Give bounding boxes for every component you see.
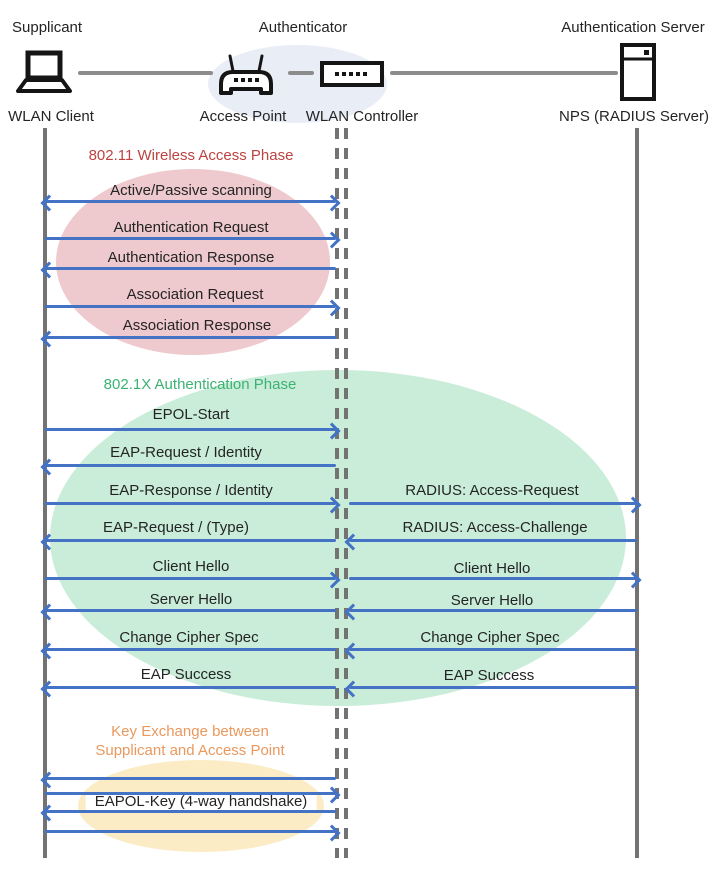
phase-title-key-exchange-line1: Key Exchange between [111,723,269,740]
lifeline-supplicant [43,128,47,858]
connector-ap-controller [288,71,314,75]
msg-auth-response-arrow [40,261,336,279]
msg-eapol-key-arrow-1 [40,771,336,789]
msg-assoc-response-arrow [40,330,336,348]
laptop-icon [16,50,72,93]
phase-title-key-exchange-line2: Supplicant and Access Point [95,742,285,759]
msg-eap-response-identity-label: EAP-Response / Identity [109,482,273,499]
device-access-point: Access Point [199,108,287,125]
msg-scanning-arrow [40,194,341,212]
msg-server-hello-left-label: Server Hello [149,591,233,608]
msg-server-hello-right-arrow [344,603,637,621]
msg-change-cipher-spec-left-arrow [40,642,336,660]
msg-eap-request-identity-label: EAP-Request / Identity [110,444,262,461]
msg-eapol-key-label: EAPOL-Key (4-way handshake) [85,792,317,812]
msg-radius-access-challenge-arrow [344,533,637,551]
msg-eapol-key-arrow-2 [45,786,341,804]
role-supplicant: Supplicant [12,19,83,36]
msg-client-hello-left-arrow [45,571,341,589]
msg-epol-start-label: EPOL-Start [152,406,230,423]
phase-title-key-exchange: Key Exchange between Supplicant and Acce… [95,722,284,760]
msg-server-hello-right-label: Server Hello [450,592,534,609]
msg-eap-response-identity-arrow [45,496,341,514]
msg-eap-success-right-arrow [344,680,637,698]
msg-change-cipher-spec-right-arrow [344,642,637,660]
msg-change-cipher-spec-right-label: Change Cipher Spec [420,629,560,646]
msg-auth-request-arrow [45,231,341,249]
msg-assoc-request-arrow [45,299,341,317]
device-wlan-client: WLAN Client [8,108,94,125]
msg-scanning-label: Active/Passive scanning [110,182,272,199]
connector-client-ap [78,71,213,75]
msg-eapol-key-arrow-3 [40,804,336,822]
msg-eapol-key-arrow-4 [45,824,341,842]
msg-eap-request-type-label: EAP-Request / (Type) [103,519,249,536]
msg-radius-access-request-arrow [349,496,642,514]
connector-controller-server [390,71,618,75]
role-authentication-server: Authentication Server [561,19,705,36]
msg-auth-request-label: Authentication Request [113,219,269,236]
phase-title-802-1x: 802.1X Authentication Phase [103,376,297,393]
device-nps-radius-server: NPS (RADIUS Server) [558,108,710,125]
msg-radius-access-request-label: RADIUS: Access-Request [405,482,579,499]
lifeline-controller-dashed-left [335,128,339,858]
msg-assoc-request-label: Association Request [126,286,264,303]
role-authenticator: Authenticator [258,19,348,36]
lifeline-controller-dashed-right [344,128,348,858]
msg-assoc-response-label: Association Response [122,317,272,334]
phase-title-802-11: 802.11 Wireless Access Phase [88,147,294,164]
server-icon [620,43,656,101]
msg-radius-access-challenge-label: RADIUS: Access-Challenge [402,519,588,536]
device-wlan-controller: WLAN Controller [305,108,419,125]
msg-client-hello-right-arrow [349,571,642,589]
msg-change-cipher-spec-left-label: Change Cipher Spec [119,629,259,646]
wlan-controller-icon [320,61,384,87]
msg-eap-request-identity-arrow [40,458,336,476]
msg-eap-success-left-label: EAP Success [140,666,232,683]
access-point-icon [219,54,273,95]
msg-server-hello-left-arrow [40,603,336,621]
msg-auth-response-label: Authentication Response [107,249,275,266]
msg-client-hello-right-label: Client Hello [453,560,531,577]
msg-client-hello-left-label: Client Hello [152,558,230,575]
msg-epol-start-arrow [45,422,341,440]
msg-eap-success-right-label: EAP Success [443,667,535,684]
msg-eap-request-type-arrow [40,533,336,551]
lifeline-auth-server [635,128,639,858]
msg-eap-success-left-arrow [40,680,336,698]
